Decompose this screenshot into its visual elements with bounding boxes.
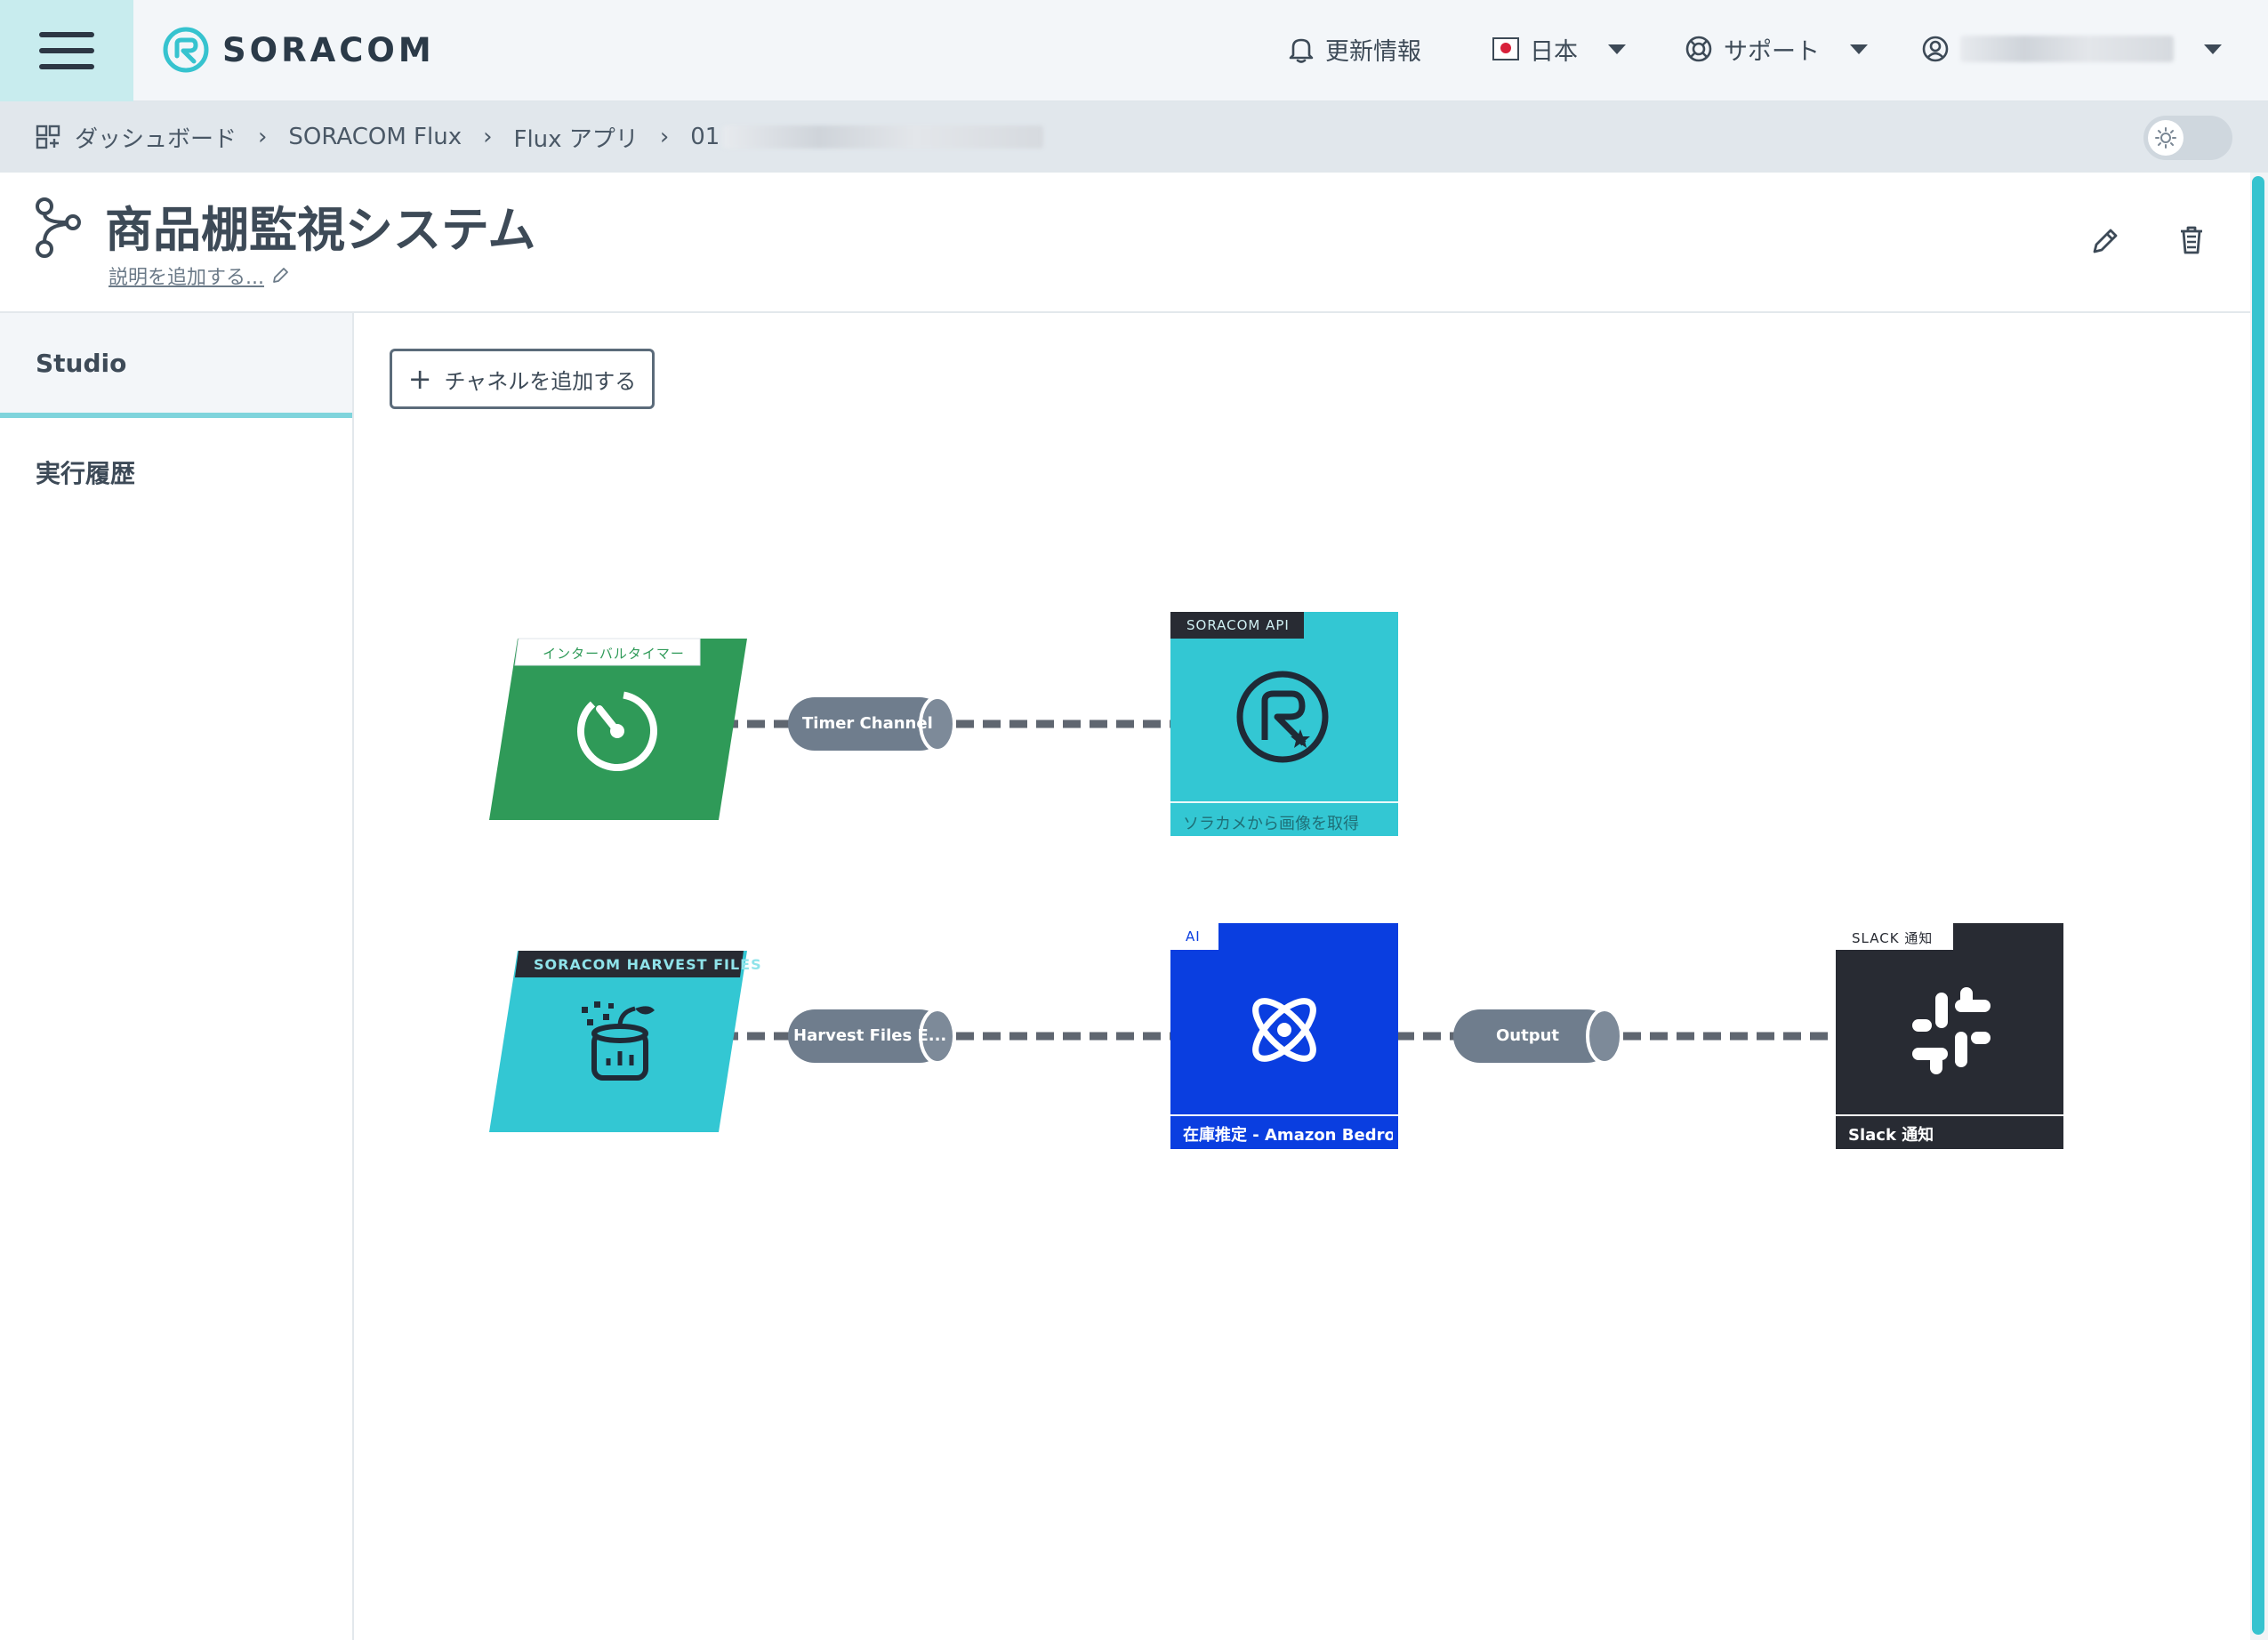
edit-pencil-icon[interactable] <box>2090 226 2120 256</box>
chevron-right-icon: › <box>258 124 268 150</box>
ai-footer: 在庫推定 - Amazon Bedro... <box>1183 1126 1393 1145</box>
updates-label: 更新情報 <box>1325 37 1421 66</box>
harvest-files-channel-label: Harvest Files E... <box>793 1026 947 1045</box>
tab-execution-history[interactable]: 実行履歴 <box>0 420 352 525</box>
soracom-api-icon <box>1236 671 1329 763</box>
harvest-files-node[interactable] <box>489 951 747 1132</box>
soracom-api-node[interactable] <box>1170 612 1398 836</box>
redacted-user-name <box>1960 36 2174 62</box>
plus-icon: + <box>407 362 432 396</box>
tab-studio-label: Studio <box>36 348 127 378</box>
add-channel-label: チャネルを追加する <box>444 368 637 394</box>
scrollbar-thumb[interactable] <box>2252 176 2264 1635</box>
add-description-link[interactable]: 説明を追加する... <box>109 261 289 290</box>
lifebuoy-icon <box>1685 36 1712 62</box>
soracom-api-tag: SORACOM API <box>1186 617 1290 633</box>
chevron-down-icon <box>1850 44 1868 54</box>
slack-icon <box>1912 987 1991 1074</box>
app-title-area: 商品棚監視システム 説明を追加する... <box>0 173 2250 313</box>
ai-tag: AI <box>1186 929 1201 945</box>
interval-timer-tag: インターバルタイマー <box>543 646 685 662</box>
timer-channel[interactable] <box>788 695 956 752</box>
chevron-right-icon: › <box>483 124 493 150</box>
updates-button[interactable]: 更新情報 <box>1288 27 1421 71</box>
logo-text: SORACOM <box>222 30 435 69</box>
flux-app-icon <box>36 197 81 258</box>
breadcrumb-dashboard[interactable]: ダッシュボード <box>75 125 237 153</box>
breadcrumb-soracom-flux[interactable]: SORACOM Flux <box>288 124 462 150</box>
output-channel-label: Output <box>1496 1026 1560 1045</box>
chevron-right-icon: › <box>659 124 670 150</box>
breadcrumb-bar: ダッシュボード › SORACOM Flux › Flux アプリ › 01 <box>0 101 2268 173</box>
japan-flag-icon <box>1492 37 1519 60</box>
sidebar: Studio 実行履歴 <box>0 313 354 1640</box>
user-icon <box>1922 36 1949 62</box>
chevron-down-icon <box>2204 44 2222 54</box>
hamburger-menu-button[interactable] <box>0 0 133 101</box>
slack-tag: SLACK 通知 <box>1852 930 1934 946</box>
output-channel[interactable] <box>1453 1008 1623 1065</box>
tab-studio[interactable]: Studio <box>0 313 352 418</box>
breadcrumb-current-id: 01 <box>690 124 720 150</box>
bell-icon <box>1289 38 1314 63</box>
timer-icon <box>577 691 657 771</box>
interval-timer-node[interactable] <box>489 638 747 820</box>
language-label: 日本 <box>1530 37 1578 66</box>
tab-execution-history-label: 実行履歴 <box>36 459 136 488</box>
dashboard-grid-icon <box>36 125 60 149</box>
ai-node[interactable] <box>1170 923 1398 1149</box>
user-account-dropdown[interactable] <box>1921 27 2222 71</box>
harvest-files-tag: SORACOM HARVEST FILES <box>534 956 762 973</box>
support-label: サポート <box>1724 37 1820 66</box>
add-description-label: 説明を追加する... <box>109 267 264 289</box>
atom-icon <box>1252 998 1316 1062</box>
top-header: SORACOM 更新情報 日本 サポート <box>0 0 2268 101</box>
trash-icon[interactable] <box>2177 224 2206 256</box>
harvest-files-icon <box>582 1001 655 1081</box>
redacted-app-id <box>723 125 1044 149</box>
slack-node[interactable] <box>1836 923 2063 1149</box>
timer-channel-label: Timer Channel <box>802 714 933 733</box>
harvest-files-channel[interactable] <box>788 1008 956 1065</box>
soracom-api-footer: ソラカメから画像を取得 <box>1183 815 1359 833</box>
slack-footer: Slack 通知 <box>1848 1126 1934 1145</box>
sun-icon <box>2148 120 2184 156</box>
language-dropdown[interactable]: 日本 <box>1492 27 1626 71</box>
breadcrumb-flux-apps[interactable]: Flux アプリ <box>513 125 639 153</box>
soracom-logo-icon <box>163 27 209 73</box>
breadcrumb-current-app: 01 <box>690 124 1044 150</box>
page-title: 商品棚監視システム <box>105 202 536 258</box>
chevron-down-icon <box>1608 44 1626 54</box>
add-channel-button[interactable]: + チャネルを追加する <box>390 349 655 409</box>
pencil-icon <box>273 268 288 283</box>
soracom-logo[interactable]: SORACOM <box>162 23 435 76</box>
breadcrumb: ダッシュボード › SORACOM Flux › Flux アプリ › 01 <box>36 119 1044 155</box>
theme-toggle[interactable] <box>2143 116 2232 160</box>
menu-icon <box>39 32 94 69</box>
support-dropdown[interactable]: サポート <box>1685 27 1868 71</box>
